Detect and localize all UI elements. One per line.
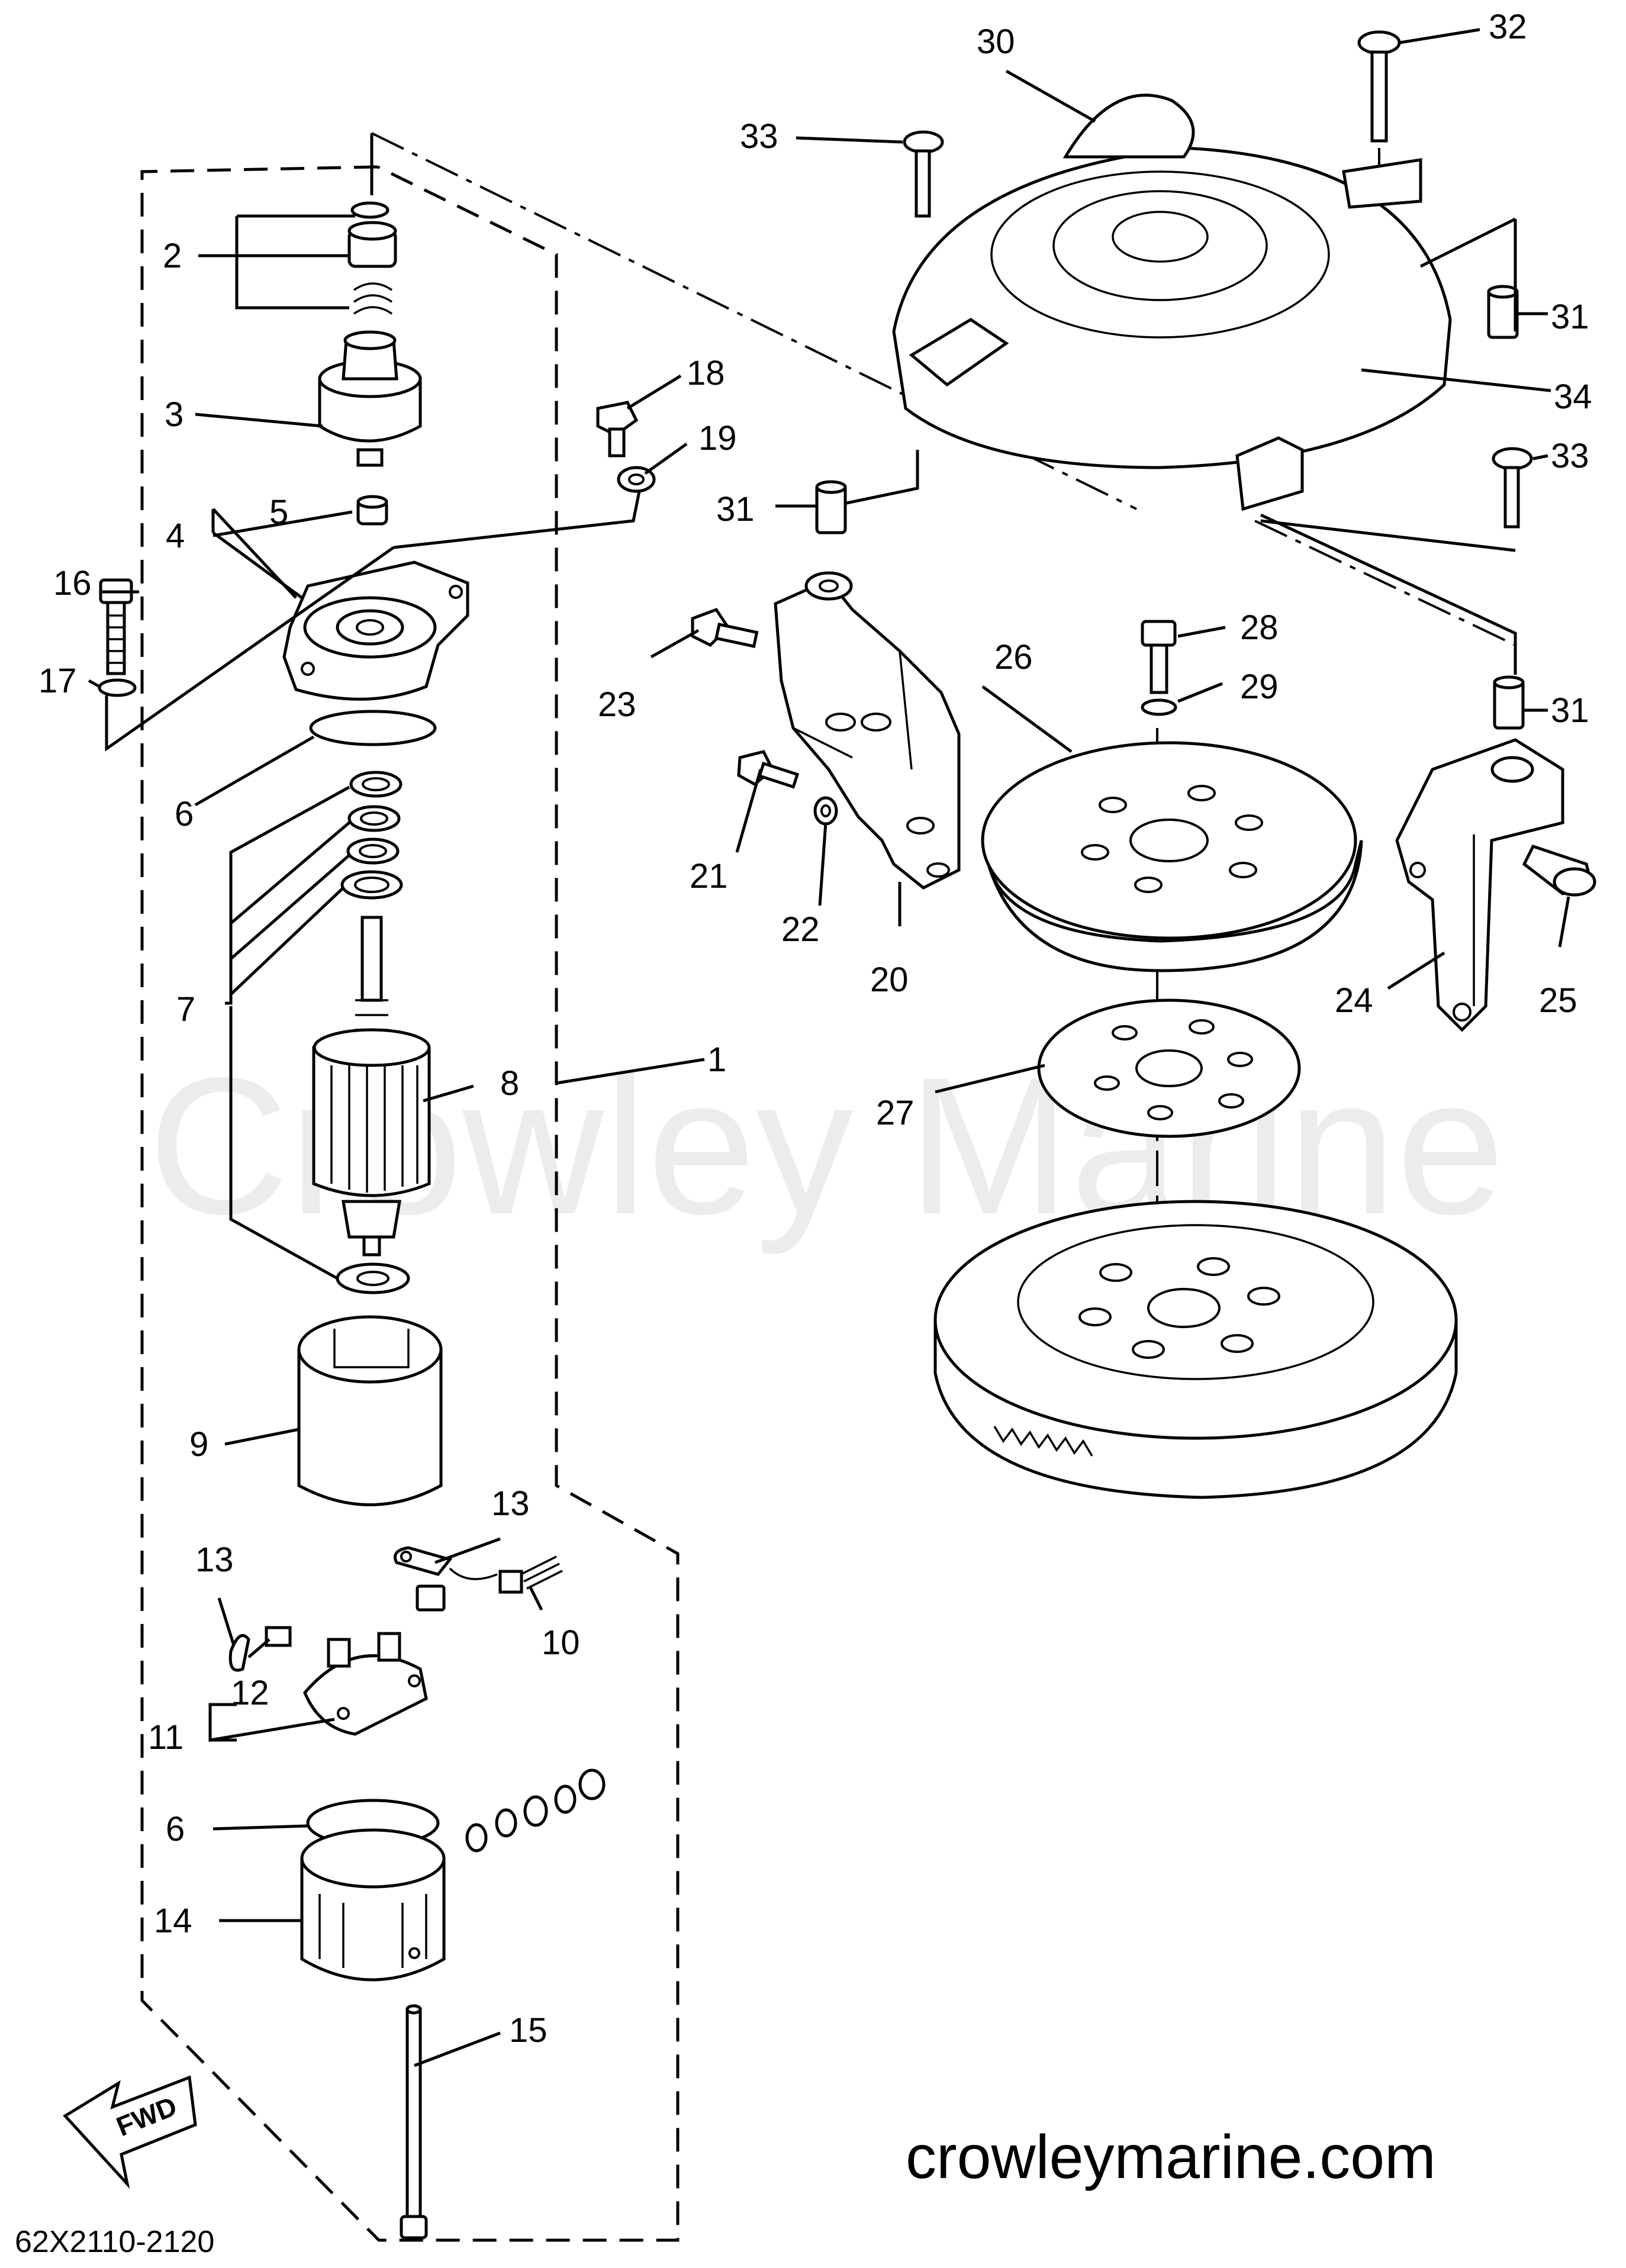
callout-34: 34	[1554, 378, 1592, 416]
callout-29: 29	[1240, 668, 1279, 706]
callout-7: 7	[176, 990, 195, 1029]
part-18-19-screw-washer	[596, 401, 656, 493]
part-7-washer-lower	[336, 1262, 410, 1294]
callout-10: 10	[542, 1623, 580, 1662]
callout-9: 9	[189, 1425, 208, 1464]
part-3-pinion-drive	[318, 330, 422, 467]
callout-31-mid: 31	[716, 490, 755, 529]
flywheel	[933, 1200, 1458, 1499]
callout-32: 32	[1489, 8, 1527, 46]
callout-8: 8	[500, 1064, 519, 1103]
part-14-nuts-washers	[465, 1768, 606, 1853]
part-8-armature	[312, 916, 431, 1257]
part-15-through-bolt	[400, 2004, 428, 2240]
callout-17: 17	[38, 662, 77, 700]
callout-3: 3	[165, 395, 183, 434]
callout-30: 30	[977, 22, 1015, 61]
reference-line-b	[1254, 520, 1516, 646]
callout-12: 12	[231, 1674, 269, 1712]
fwd-direction-arrow: FWD	[63, 2075, 197, 2189]
callout-5: 5	[269, 493, 288, 531]
callout-6-upper: 6	[175, 795, 194, 833]
callout-24: 24	[1335, 981, 1373, 1020]
callout-27: 27	[876, 1094, 915, 1132]
callout-16: 16	[53, 564, 92, 603]
part-10-13-brush-parts	[228, 1546, 563, 1736]
callout-13-left: 13	[195, 1541, 234, 1579]
part-31-collars	[815, 285, 1525, 730]
part-4-front-bracket	[282, 560, 469, 701]
callout-18: 18	[687, 354, 725, 392]
callout-4: 4	[166, 517, 185, 555]
leader-lines	[88, 28, 1570, 2067]
part-20-stator-bracket	[774, 571, 961, 890]
callout-6-lower: 6	[166, 1810, 185, 1848]
callout-2: 2	[163, 237, 182, 275]
callout-25: 25	[1539, 981, 1577, 1020]
callout-1: 1	[707, 1040, 726, 1079]
part-6-o-ring-upper	[309, 710, 437, 746]
part-16-17-bolt-washer	[98, 578, 137, 697]
part-9-yoke	[297, 1315, 443, 1506]
part-32-33-screws	[903, 30, 1533, 529]
callout-31-top: 31	[1551, 298, 1589, 336]
starter-assembly-outline	[140, 165, 680, 2242]
callout-15: 15	[509, 2011, 548, 2050]
callout-20: 20	[870, 961, 909, 999]
callout-22: 22	[781, 910, 820, 949]
callout-33-left: 33	[740, 117, 778, 156]
part-21-22-23-bolts	[691, 607, 838, 826]
callout-26: 26	[994, 638, 1033, 676]
callout-14: 14	[154, 1902, 192, 1940]
callout-28: 28	[1240, 608, 1279, 647]
part-28-29-bolt-washer	[1141, 620, 1177, 716]
callout-33-right: 33	[1551, 437, 1589, 475]
part-2-clip-collar-spring	[347, 201, 397, 315]
part-7-washers	[340, 771, 403, 900]
callout-21: 21	[690, 857, 728, 895]
callout-19: 19	[698, 419, 737, 458]
drawing-code: 62X2110-2120	[15, 2225, 214, 2259]
part-26-base-plate	[981, 741, 1363, 972]
part-30-flywheel-cover	[892, 94, 1452, 511]
part-5-bushing	[356, 495, 388, 526]
part-27-spacer-plate	[1037, 998, 1301, 1138]
callout-11: 11	[148, 1718, 183, 1757]
callout-13-right: 13	[491, 1484, 530, 1523]
callout-23: 23	[598, 685, 636, 724]
part-6-14-rear-cover	[300, 1799, 446, 1982]
website-text: crowleymarine.com	[906, 2123, 1436, 2192]
callout-31-right: 31	[1551, 691, 1589, 730]
callout-labels: 1 2 3 4 5 6 6 7 8 9 10 11 12 13 13 14 15…	[38, 8, 1592, 2050]
